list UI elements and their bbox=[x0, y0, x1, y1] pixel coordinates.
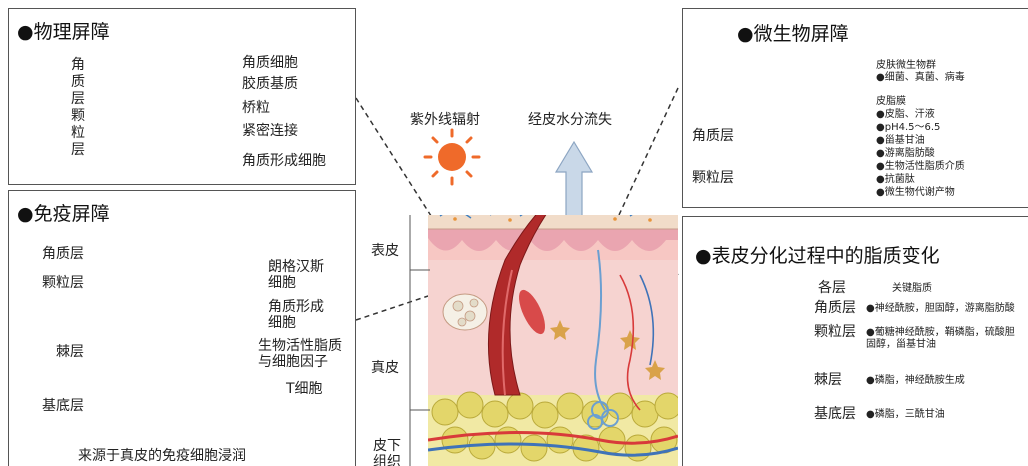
lipid-row-2-lipid: ●磷脂，神经酰胺生成 bbox=[866, 375, 965, 387]
microbial-note-1: ●细菌、真菌、病毒 bbox=[876, 72, 965, 84]
label-keratinocyte: 角质形成细胞 bbox=[242, 153, 326, 169]
microbial-layer-granular: 颗粒层 bbox=[692, 170, 734, 186]
microbial-note-0: 皮肤微生物群 bbox=[876, 60, 936, 72]
immune-layer-basal: 基底层 bbox=[42, 398, 84, 414]
lipid-row-3-layer: 基底层 bbox=[814, 406, 856, 422]
lipid-row-1-lipid: ●葡糖神经酰胺，鞘磷脂，硫酸胆 固醇，甾基甘油 bbox=[866, 327, 1015, 351]
immune-layer-corneum: 角质层 bbox=[42, 246, 84, 262]
label-tight-junction: 紧密连接 bbox=[242, 123, 298, 139]
physical-side-bottom: 颗粒层 bbox=[70, 108, 86, 159]
immune-label-keratinocyte: 角质形成 细胞 bbox=[268, 299, 324, 331]
lipid-row-0-layer: 角质层 bbox=[814, 300, 856, 316]
microbial-layer-corneum: 角质层 bbox=[692, 128, 734, 144]
microbial-note-9: ●微生物代谢产物 bbox=[876, 187, 955, 199]
lipid-row-3-lipid: ●磷脂，三酰甘油 bbox=[866, 409, 945, 421]
lipid-change-title: ●表皮分化过程中的脂质变化 bbox=[695, 241, 940, 268]
center-layer-subcutis: 皮下 组织 bbox=[373, 438, 401, 466]
microbial-barrier-title: ●微生物屏障 bbox=[737, 19, 849, 46]
lipid-row-1-layer: 颗粒层 bbox=[814, 324, 856, 340]
microbial-note-5: ●甾基甘油 bbox=[876, 135, 925, 147]
center-layer-brackets bbox=[410, 215, 430, 466]
physical-side-top: 角质层 bbox=[70, 57, 86, 108]
skin-cross-section bbox=[428, 205, 681, 466]
immune-label-bioactive: 生物活性脂质 与细胞因子 bbox=[258, 338, 342, 370]
immune-label-tcell: T细胞 bbox=[286, 381, 323, 397]
label-matrix: 胶质基质 bbox=[242, 76, 298, 92]
label-corneocyte: 角质细胞 bbox=[242, 55, 298, 71]
microbial-note-2: 皮脂膜 bbox=[876, 96, 906, 108]
lipid-row-2-layer: 棘层 bbox=[814, 372, 842, 388]
immune-infiltration-label: 来源于真皮的免疫细胞浸润 bbox=[78, 448, 246, 464]
immune-label-langerhans: 朗格汉斯 细胞 bbox=[268, 259, 324, 291]
microbial-note-3: ●皮脂、汗液 bbox=[876, 109, 935, 121]
microbial-note-6: ●游离脂肪酸 bbox=[876, 148, 935, 160]
lipid-row-0-lipid: ●神经酰胺，胆固醇，游离脂肪酸 bbox=[866, 303, 1015, 315]
center-layer-epidermis: 表皮 bbox=[371, 243, 399, 259]
lipid-head-layer: 各层 bbox=[818, 280, 846, 296]
label-desmosome: 桥粒 bbox=[242, 100, 270, 116]
physical-barrier-title: ●物理屏障 bbox=[17, 17, 110, 44]
immune-barrier-title: ●免疫屏障 bbox=[17, 199, 110, 226]
lipid-head-lipid: 关键脂质 bbox=[892, 283, 932, 295]
uv-radiation-label: 紫外线辐射 bbox=[410, 112, 480, 128]
microbial-note-8: ●抗菌肽 bbox=[876, 174, 915, 186]
uv-sun-icon bbox=[425, 130, 479, 184]
microbial-note-4: ●pH4.5～6.5 bbox=[876, 122, 940, 134]
water-loss-label: 经皮水分流失 bbox=[528, 112, 612, 128]
immune-layer-spinous: 棘层 bbox=[56, 344, 84, 360]
center-layer-dermis: 真皮 bbox=[371, 360, 399, 376]
microbial-note-7: ●生物活性脂质介质 bbox=[876, 161, 965, 173]
immune-layer-granular: 颗粒层 bbox=[42, 275, 84, 291]
